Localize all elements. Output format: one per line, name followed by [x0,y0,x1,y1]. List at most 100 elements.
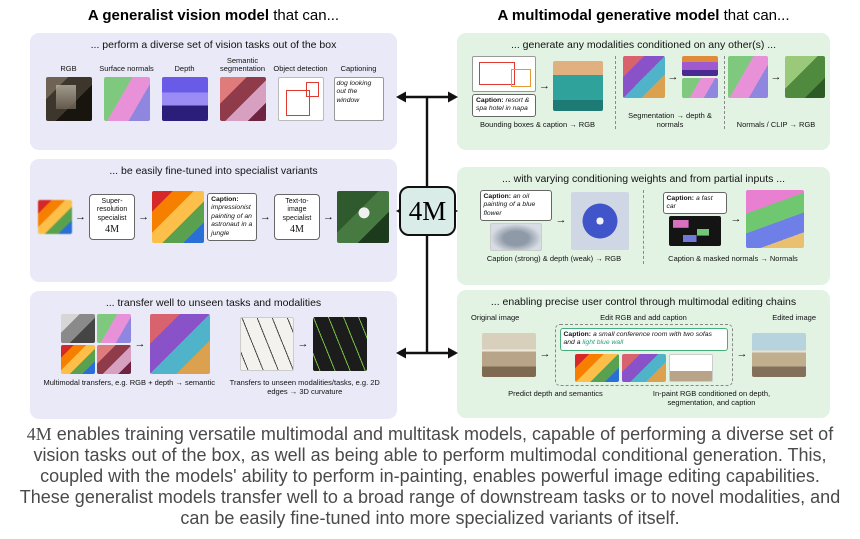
panel-finetune-title: ... be easily fine-tuned into specialist… [109,165,318,177]
masked-normals-thumbnail [668,216,721,247]
task-col-captioning: Captioning dog looking out the window [331,56,386,121]
rgb-thumbnail [45,77,92,121]
edited-room-thumbnail [751,332,806,377]
group-masked-normals: Caption: a fast car → Caption & masked n… [649,190,817,264]
caption-text: resort & spa hotel in napa [476,97,530,113]
vision-task-row: RGB Surface normals Depth Semantic segme… [38,56,389,121]
generated-depth-thumbnail [681,56,718,76]
task-col-segmentation: Semantic segmentation [215,56,270,121]
text-to-image-specialist-label: Text-to-image specialist [282,197,312,222]
depth-thumbnail [161,77,208,121]
inpaint-caption: In-paint RGB conditioned on depth, segme… [652,388,771,408]
generated-car-normals-thumbnail [745,190,804,248]
caption-label: Caption: [666,194,695,202]
caption-label: Caption: [476,97,504,104]
flower-input-stack: Caption: an oil painting of a blue flowe… [479,190,552,252]
editing-column-labels: Original image Edit RGB and add caption … [465,313,822,322]
panel-transfer-title: ... transfer well to unseen tasks and mo… [105,297,322,309]
panel-generate-any: ... generate any modalities conditioned … [457,33,830,150]
left-header-bold: A generalist vision model [87,7,270,24]
panel-editing-title: ... enabling precise user control throug… [490,296,797,308]
caption-text: a small conference room with two sofas a… [564,331,712,346]
arrow-right-icon: → [297,337,309,350]
edited-image-label: Edited image [772,313,816,322]
arrow-right-icon: → [539,79,550,92]
object-detection-thumbnail [277,77,324,121]
dashed-separator [615,56,617,130]
figure-summary-text: 4M enables training versatile multimodal… [15,424,845,529]
panel-vision-tasks-title: ... perform a diverse set of vision task… [90,39,337,51]
task-col-rgb: RGB [41,56,96,121]
flower-group-caption: Caption (strong) & depth (weak) → RGB [486,254,622,264]
panel-editing-chains: ... enabling precise user control throug… [457,290,830,418]
right-header-bold: A multimodal generative model [497,7,720,24]
panel-conditioning: ... with varying conditioning weights an… [457,167,830,285]
multimodal-input-grid [60,314,131,374]
task-col-detection: Object detection [273,56,328,121]
task-col-normals: Surface normals [99,56,154,121]
semantic-segmentation-thumbnail [219,77,266,121]
dashed-separator [724,56,725,130]
2d-edges-thumbnail [239,317,294,371]
captioning-example-text: dog looking out the window [333,77,384,121]
car-caption-box: Caption: a fast car [662,191,727,215]
text-to-image-model-label: 4M [289,224,304,236]
left-column-header: A generalist vision model that can... [30,7,397,24]
group-normals-clip-to-rgb: → Normals / CLIP → RGB [727,56,825,129]
right-column-header: A multimodal generative model that can..… [457,7,830,24]
original-image-label: Original image [471,313,520,322]
arrow-right-icon: → [75,210,86,223]
caption-label: Caption: [483,193,512,200]
predicted-segmentation-thumbnail [621,353,666,382]
inpaint-mask-thumbnail [668,353,713,382]
predicted-depth-thumbnail [574,353,619,382]
predict-depth-caption: Predict depth and semantics [508,388,603,398]
bbox-input-stack: Caption: resort & spa hotel in napa [472,56,536,117]
arrow-right-icon: → [770,70,782,83]
super-resolution-specialist-label: Super-resolution specialist [96,197,128,222]
task-label-rgb: RGB [60,64,77,74]
depth-normals-stack [681,56,718,98]
seg-group-caption: Segmentation → depth & normals [628,110,712,129]
task-label-normals: Surface normals [99,64,154,74]
footer-body-text: enables training versatile multimodal an… [19,424,841,528]
arrow-right-icon: → [138,210,150,223]
original-room-thumbnail [481,332,536,377]
t2i-caption-box: Caption: impressionist painting of an as… [207,192,257,242]
car-flow: Caption: a fast car → [662,190,804,248]
task-label-captioning: Captioning [340,64,377,74]
task-col-depth: Depth [157,56,212,121]
depth-heatmap-thumbnail [60,345,95,374]
caption-text: an oil painting of a blue flower [483,193,536,217]
dashed-separator [643,190,644,264]
finetune-flow-row: → Super-resolution specialist 4M → Capti… [38,191,389,243]
bbox-group-caption: Bounding boxes & caption → RGB [479,119,596,129]
flower-caption-box: Caption: an oil painting of a blue flowe… [479,190,552,222]
gray-photo-thumbnail [60,314,95,343]
bbox-flow: Caption: resort & spa hotel in napa → [472,56,603,117]
group-seg-to-depth-normals: → Segmentation → depth & normals [621,56,719,129]
car-group-caption: Caption & masked normals → Normals [668,254,798,264]
center-4m-node: 4M [399,186,456,236]
transfer-flow-row: → → [38,314,389,374]
low-res-input-thumbnail [38,200,72,234]
car-input-stack: Caption: a fast car [662,191,727,247]
segmentation-thumbnail [96,345,131,374]
panel-generate-title: ... generate any modalities conditioned … [511,39,776,51]
edit-caption-box: Caption: a small conference room with tw… [559,328,728,351]
generated-astronaut-thumbnail [337,191,389,243]
edit-chain-box: Caption: a small conference room with tw… [554,324,733,386]
arrow-right-icon: → [736,348,748,361]
left-header-rest: that can... [269,7,340,24]
flower-flow: Caption: an oil painting of a blue flowe… [479,190,629,252]
arrow-right-icon: → [259,210,271,223]
arrow-right-icon: → [539,348,551,361]
footer-4m-lead: 4M [26,424,52,444]
3d-curvature-thumbnail [312,317,367,371]
normals-group-caption: Normals / CLIP → RGB [736,119,816,129]
arrow-right-icon: → [134,337,146,350]
multimodal-transfer-caption: Multimodal transfers, e.g. RGB + depth →… [43,378,216,387]
segmentation-input-thumbnail [622,56,665,98]
generated-rgb-thumbnail [784,56,825,98]
